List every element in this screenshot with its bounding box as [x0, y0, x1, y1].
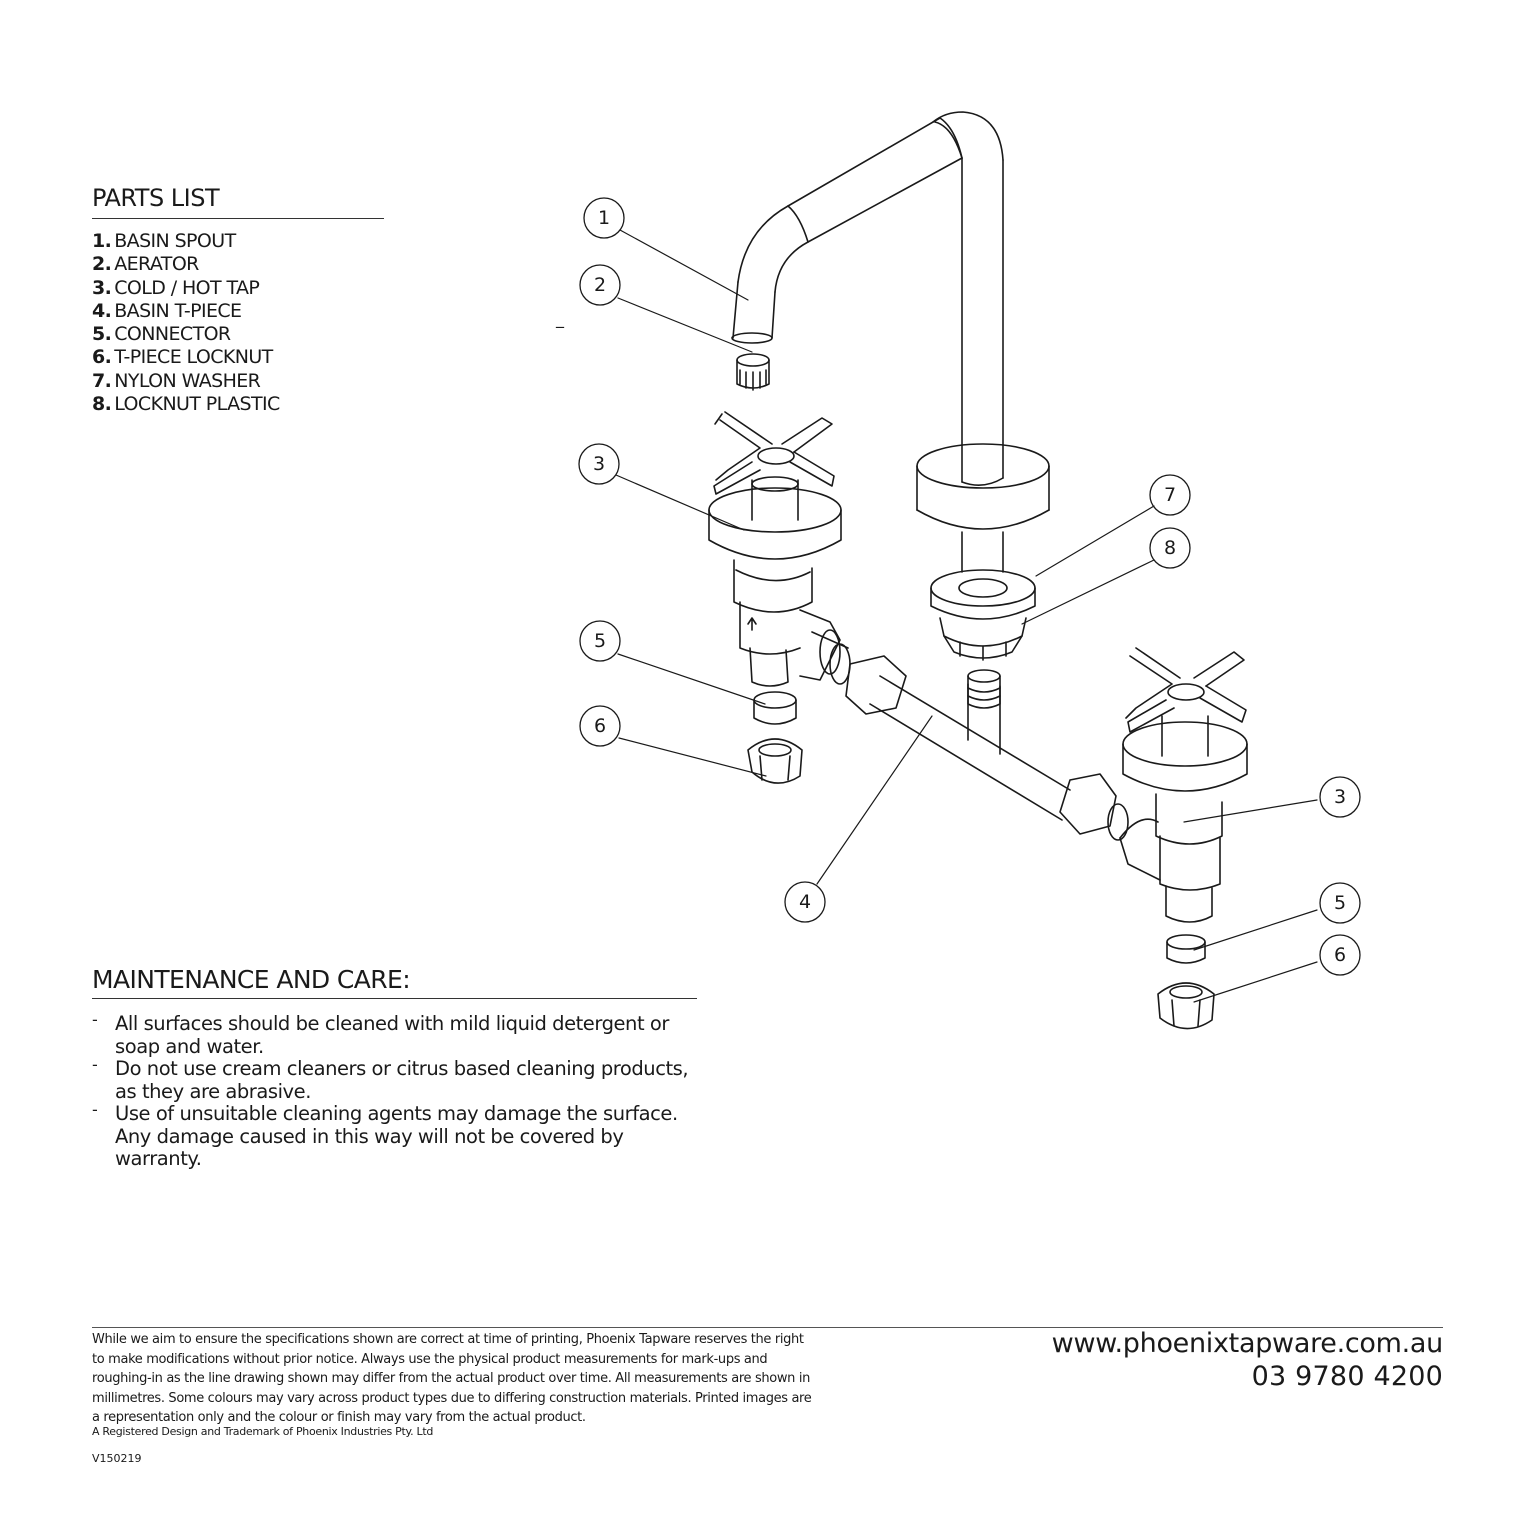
stray-mark: _	[555, 309, 565, 329]
bullet-dash: -	[92, 1100, 98, 1119]
callout-label: 1	[598, 207, 610, 229]
parts-list-title: PARTS LIST	[92, 184, 220, 212]
part-number: 1.	[92, 230, 112, 252]
part-label: NYLON WASHER	[114, 369, 261, 392]
part-label: LOCKNUT PLASTIC	[114, 393, 280, 416]
version-code: V150219	[92, 1452, 142, 1465]
parts-list-item: 3.COLD / HOT TAP	[92, 277, 280, 300]
parts-list-item: 5.CONNECTOR	[92, 323, 280, 346]
part-number: 5.	[92, 323, 112, 346]
callouts	[578, 197, 1361, 976]
left-fittings-drawing	[747, 691, 803, 784]
part-label: CONNECTOR	[114, 323, 231, 346]
aerator-drawing	[736, 353, 770, 391]
part-number: 3.	[92, 276, 112, 299]
maintenance-item: -Do not use cream cleaners or citrus bas…	[92, 1055, 712, 1103]
callout-label: 7	[1164, 484, 1176, 506]
part-label: AERATOR	[114, 253, 199, 276]
parts-list-item: 8.LOCKNUT PLASTIC	[92, 393, 280, 416]
parts-list-item: 1.BASIN SPOUT	[92, 230, 280, 253]
callout-3-right	[1319, 776, 1361, 818]
maintenance-list: -All surfaces should be cleaned with mil…	[92, 1010, 712, 1171]
bullet-dash: -	[92, 1010, 98, 1029]
maintenance-divider	[92, 998, 697, 999]
registered-design-note: A Registered Design and Trademark of Pho…	[92, 1425, 434, 1438]
footer-divider	[92, 1327, 1443, 1328]
maintenance-text: Do not use cream cleaners or citrus base…	[115, 1057, 689, 1103]
callout-2	[579, 264, 621, 306]
cold-tap-drawing	[708, 411, 842, 687]
callout-label: 5	[1334, 892, 1346, 914]
leader-lines	[615, 229, 1318, 1003]
callout-7	[1149, 474, 1191, 516]
maintenance-text: Use of unsuitable cleaning agents may da…	[115, 1102, 678, 1170]
hot-tap-drawing	[1119, 647, 1248, 923]
maintenance-item: -Use of unsuitable cleaning agents may d…	[92, 1100, 712, 1171]
parts-list-item: 2.AERATOR	[92, 253, 280, 276]
callout-5-left	[579, 620, 621, 662]
disclaimer-text: While we aim to ensure the specification…	[92, 1332, 812, 1426]
callout-label: 2	[594, 274, 606, 296]
parts-list-divider	[92, 218, 384, 219]
part-number: 4.	[92, 299, 112, 322]
part-number: 6.	[92, 346, 112, 369]
parts-list: 1.BASIN SPOUT 2.AERATOR 3.COLD / HOT TAP…	[92, 230, 280, 416]
basin-t-piece-drawing	[811, 631, 1129, 841]
maintenance-item: -All surfaces should be cleaned with mil…	[92, 1010, 712, 1058]
callout-6-left	[579, 705, 621, 747]
website-url: www.phoenixtapware.com.au	[1051, 1328, 1444, 1359]
callout-4	[784, 881, 826, 923]
parts-list-item: 6.T-PIECE LOCKNUT	[92, 346, 280, 369]
phone-number: 03 9780 4200	[1251, 1361, 1443, 1392]
callout-label: 3	[593, 453, 605, 475]
bullet-dash: -	[92, 1055, 98, 1074]
maintenance-text: All surfaces should be cleaned with mild…	[115, 1012, 669, 1058]
callout-label: 6	[594, 715, 606, 737]
part-label: BASIN SPOUT	[114, 230, 236, 252]
part-label: T-PIECE LOCKNUT	[114, 346, 273, 369]
callout-label: 5	[594, 630, 606, 652]
callout-6-right	[1319, 934, 1361, 976]
parts-list-item: 7.NYLON WASHER	[92, 370, 280, 393]
callout-label: 8	[1164, 537, 1176, 559]
part-number: 2.	[92, 253, 112, 276]
part-number: 8.	[92, 393, 112, 416]
part-label: COLD / HOT TAP	[114, 276, 260, 299]
callout-label: 4	[799, 891, 811, 913]
right-fittings-drawing	[1157, 934, 1215, 1030]
callout-label: 3	[1334, 786, 1346, 808]
callout-8	[1149, 527, 1191, 569]
part-label: BASIN T-PIECE	[114, 299, 242, 322]
maintenance-title: MAINTENANCE AND CARE:	[92, 965, 411, 994]
callout-3-left	[578, 443, 620, 485]
callout-5-right	[1319, 882, 1361, 924]
callout-1	[583, 197, 625, 239]
parts-list-item: 4.BASIN T-PIECE	[92, 300, 280, 323]
basin-spout-drawing	[731, 111, 1050, 661]
callout-label: 6	[1334, 944, 1346, 966]
part-number: 7.	[92, 369, 112, 392]
